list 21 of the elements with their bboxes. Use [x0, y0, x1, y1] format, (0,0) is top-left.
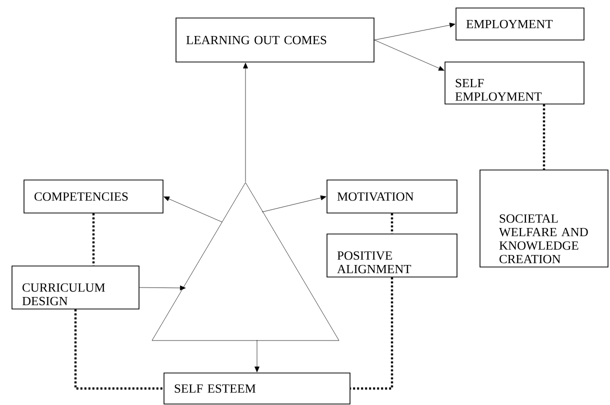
dotted-line — [74, 309, 164, 390]
arrow — [139, 286, 186, 290]
arrow — [374, 40, 444, 71]
text-box: LEARNING OUT COMES — [176, 18, 374, 62]
arrow — [243, 62, 248, 182]
arrow — [254, 340, 260, 372]
arrow — [374, 22, 456, 40]
text-box: CURRICULUM DESIGN — [12, 266, 140, 310]
text-box: COMPETENCIES — [24, 180, 164, 214]
text-box: SELF ESTEEM — [164, 372, 350, 404]
text-box: EMPLOYMENT — [456, 8, 584, 40]
text-box: SELF EMPLOYMENT — [444, 62, 584, 104]
dotted-line — [542, 104, 546, 170]
text-box: POSITIVE ALIGNMENT — [326, 234, 458, 278]
arrow — [164, 196, 222, 222]
text-box: SOCIETAL WELFARE AND KNOWLEDGE CREATION — [480, 170, 608, 268]
dotted-line — [92, 213, 95, 266]
text-box: MOTIVATION — [326, 180, 458, 214]
dotted-line — [390, 213, 394, 234]
dotted-line — [350, 277, 394, 390]
arrow — [262, 195, 326, 212]
